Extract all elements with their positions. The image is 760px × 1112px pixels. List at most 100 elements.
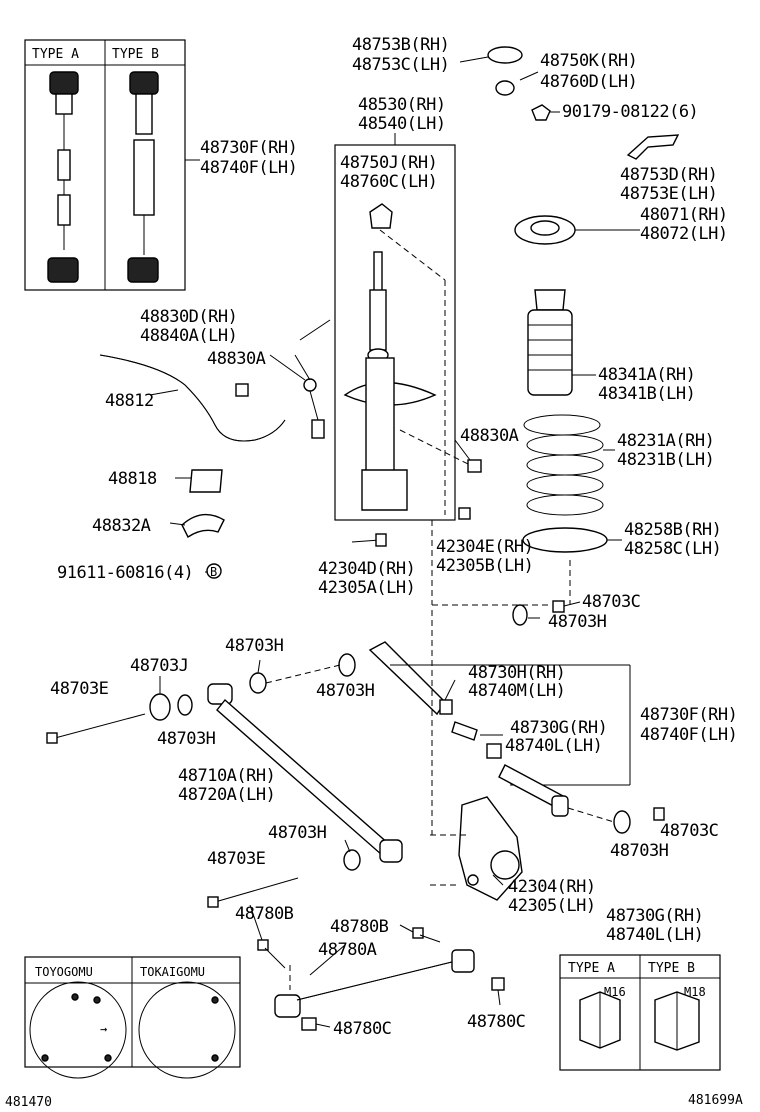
label-48740l-bot: 48740L(LH)	[606, 925, 703, 945]
mount-bracket	[626, 134, 680, 160]
trailing-arm-48710a	[207, 683, 403, 863]
shock-absorber-group	[334, 133, 471, 521]
upper-control-arm	[368, 641, 631, 786]
label-48740f-top: 48740F(LH)	[200, 158, 297, 178]
label-48812: 48812	[105, 391, 154, 411]
bushing-48818	[175, 469, 223, 493]
label-42305: 42305(LH)	[508, 896, 596, 916]
dust-boot	[527, 289, 596, 396]
bolt-42304d	[351, 533, 387, 547]
lower-arm-48780a	[274, 949, 505, 1031]
label-48530: 48530(RH)	[358, 95, 446, 115]
label-48830a-right: 48830A	[460, 426, 519, 446]
label-48753c: 48753C(LH)	[352, 55, 449, 75]
lateral-link-type-a	[47, 71, 79, 283]
leader-lines	[159, 56, 581, 1028]
label-48780a: 48780A	[318, 940, 377, 960]
label-48753d: 48753D(RH)	[620, 165, 717, 185]
bolt-48703e-low	[207, 877, 299, 908]
label-48730f-right: 48730F(RH)	[640, 705, 737, 725]
label-48730h: 48730H(RH)	[468, 663, 565, 683]
label-48730f-top: 48730F(RH)	[200, 138, 297, 158]
label-48341a: 48341A(RH)	[598, 365, 695, 385]
label-48703h-2: 48703H	[225, 636, 284, 656]
label-48780b-1: 48780B	[235, 904, 294, 924]
label-48740l-mid: 48740L(LH)	[505, 736, 602, 756]
label-48703h-6: 48703H	[610, 841, 669, 861]
label-48703e-1: 48703E	[50, 679, 109, 699]
label-48730g-mid: 48730G(RH)	[510, 718, 607, 738]
part-labels: 48753B(RH) 48753C(LH) 48750K(RH) 48760D(…	[5, 35, 743, 1110]
label-48258c: 48258C(LH)	[624, 539, 721, 559]
label-48830d: 48830D(RH)	[140, 307, 237, 327]
label-48703e-2: 48703E	[207, 849, 266, 869]
stabilizer-link	[269, 354, 325, 439]
type-b-label: TYPE B	[112, 47, 159, 62]
label-48750j: 48750J(RH)	[340, 153, 437, 173]
label-48753b: 48753B(RH)	[352, 35, 449, 55]
label-48703h-3: 48703H	[316, 681, 375, 701]
label-48703j: 48703J	[130, 656, 188, 676]
b-mark: B	[210, 565, 217, 579]
nut-42304e	[458, 507, 471, 520]
label-48540: 48540(LH)	[358, 114, 446, 134]
label-48258b: 48258B(RH)	[624, 520, 721, 540]
label-48780c-2: 48780C	[467, 1012, 525, 1032]
label-48703h-5: 48703H	[268, 823, 327, 843]
type-b-nut-label: TYPE B	[648, 961, 695, 976]
coil-spring	[523, 414, 615, 516]
label-48818: 48818	[108, 469, 157, 489]
bracket-48832a	[181, 513, 225, 579]
axle-carrier	[430, 610, 523, 901]
label-48760c: 48760C(LH)	[340, 172, 437, 192]
bolt-48780b-right	[412, 927, 441, 943]
label-42305a: 42305A(LH)	[318, 578, 415, 598]
label-48740f-right: 48740F(LH)	[640, 725, 737, 745]
washers-48703h	[149, 653, 356, 721]
type-a-label: TYPE A	[32, 47, 79, 62]
nut-type-box: TYPE A TYPE B M16 M18	[559, 954, 721, 1071]
svg-text:→: →	[100, 1022, 107, 1036]
toyogomu-label: TOYOGOMU	[35, 965, 93, 979]
label-48710a: 48710A(RH)	[178, 766, 275, 786]
upper-mount-cap	[487, 46, 560, 121]
label-91611: 91611-60816(4)	[57, 563, 193, 583]
nut-48830a-right	[467, 459, 482, 473]
label-90179: 90179-08122(6)	[562, 102, 698, 122]
label-48341b: 48341B(LH)	[598, 384, 695, 404]
label-48703c-bot: 48703C	[660, 821, 718, 841]
label-48780c-1: 48780C	[333, 1019, 391, 1039]
washer-48703h-right	[567, 807, 665, 834]
label-48720a: 48720A(LH)	[178, 785, 275, 805]
label-48730g-bot: 48730G(RH)	[606, 906, 703, 926]
spring-insulator	[522, 527, 622, 553]
label-48760d: 48760D(LH)	[540, 72, 637, 92]
label-42305b: 42305B(LH)	[436, 556, 533, 576]
label-48780b-2: 48780B	[330, 917, 389, 937]
footer-left-code: 481470	[5, 1095, 52, 1110]
label-48750k: 48750K(RH)	[540, 51, 637, 71]
label-48072: 48072(LH)	[640, 224, 728, 244]
label-48231b: 48231B(LH)	[617, 450, 714, 470]
tokaigomu-label: TOKAIGOMU	[140, 965, 205, 979]
lower-arm-48730g	[486, 743, 569, 817]
label-48840a: 48840A(LH)	[140, 326, 237, 346]
label-48703h-4: 48703H	[157, 729, 216, 749]
manufacturer-box: TOYOGOMU TOKAIGOMU →	[24, 956, 241, 1079]
label-42304d: 42304D(RH)	[318, 559, 415, 579]
label-48703c-top: 48703C	[582, 592, 640, 612]
nut-48830a-left	[235, 383, 249, 397]
label-48740m: 48740M(LH)	[468, 681, 565, 701]
washer-48703h-low	[343, 849, 361, 871]
bolt-48780b-left	[257, 939, 286, 969]
label-48231a: 48231A(RH)	[617, 431, 714, 451]
label-48832a: 48832A	[92, 516, 151, 536]
strut-mount	[514, 215, 640, 245]
label-48071: 48071(RH)	[640, 205, 728, 225]
bolt-48703e-top	[46, 713, 146, 744]
label-42304: 42304(RH)	[508, 877, 596, 897]
footer-right-code: 481699A	[688, 1093, 743, 1108]
stabilizer-bar	[99, 354, 286, 442]
label-42304e: 42304E(RH)	[436, 537, 533, 557]
